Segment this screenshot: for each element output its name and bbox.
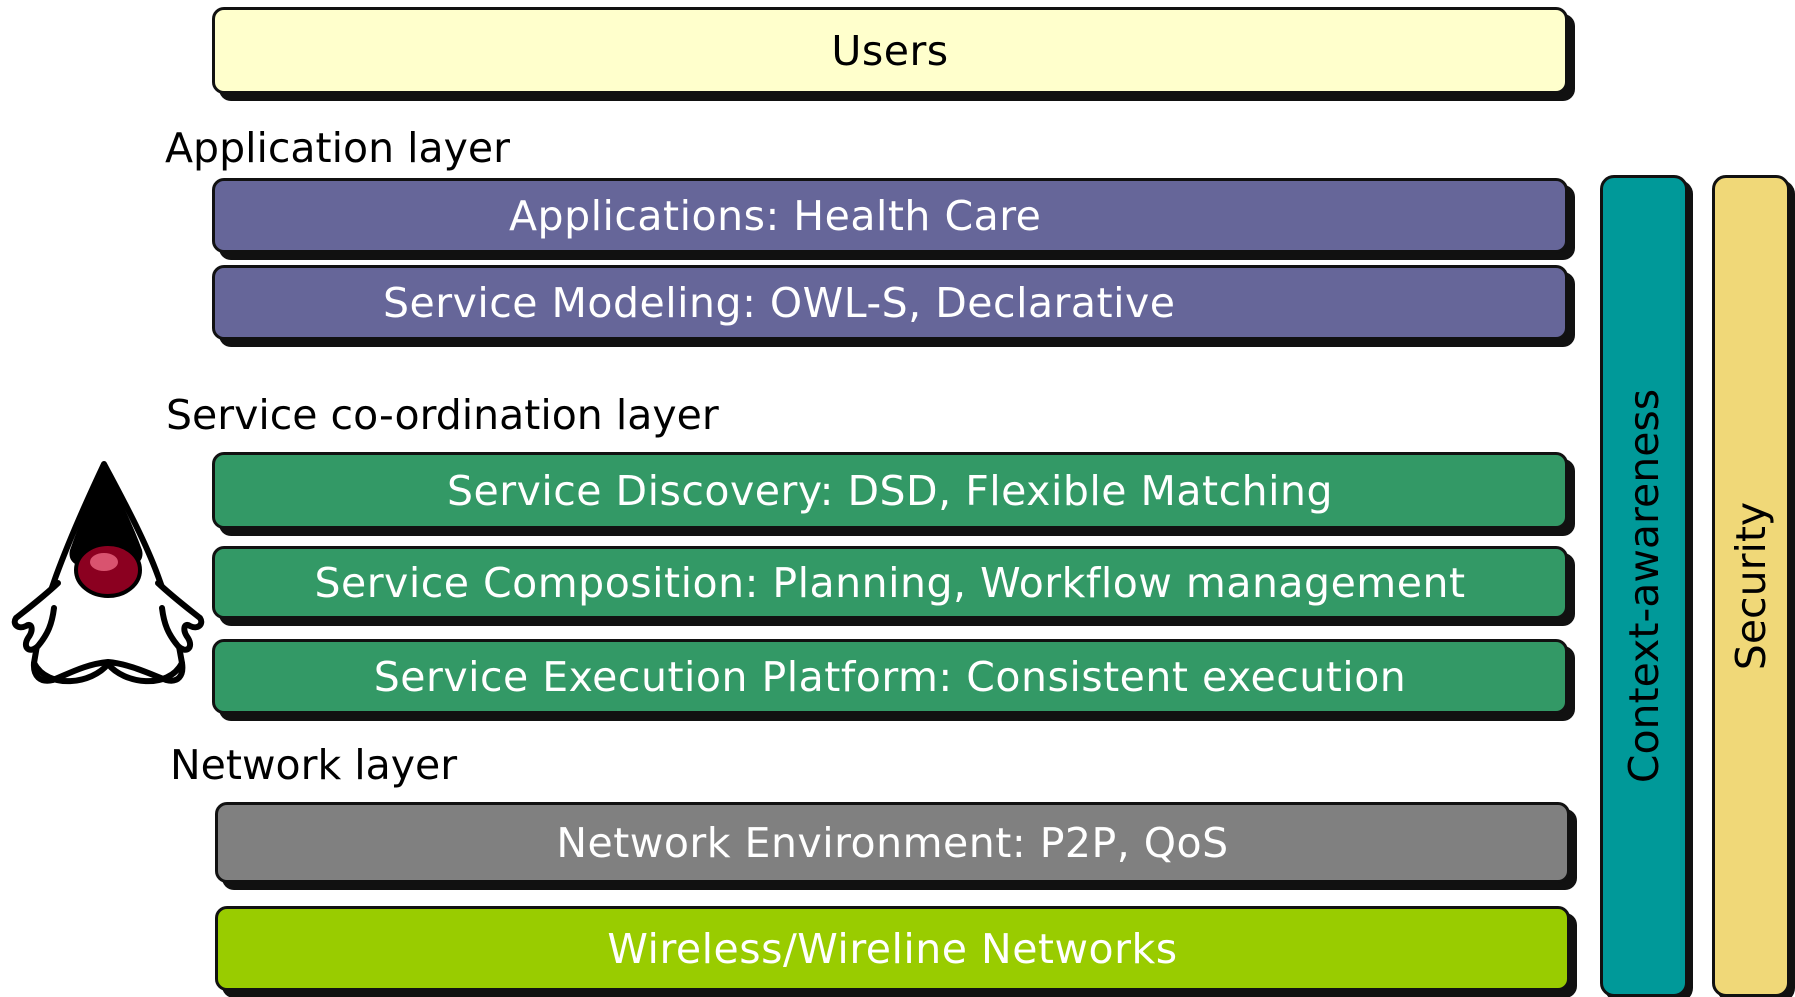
security-bar: Security — [1712, 175, 1790, 997]
wireless-wireline-networks-box: Wireless/Wireline Networks — [215, 906, 1570, 991]
application-layer-heading: Application layer — [165, 124, 510, 172]
service-composition-label: Service Composition: Planning, Workflow … — [314, 558, 1466, 607]
applications-health-care-label: Applications: Health Care — [509, 191, 1042, 240]
service-execution-box: Service Execution Platform: Consistent e… — [212, 639, 1568, 714]
service-modeling-box: Service Modeling: OWL-S, Declarative — [212, 265, 1568, 340]
service-discovery-label: Service Discovery: DSD, Flexible Matchin… — [446, 466, 1334, 515]
context-awareness-label: Context-awareness — [1620, 388, 1668, 784]
service-coordination-layer-heading: Service co-ordination layer — [166, 391, 719, 439]
network-environment-label: Network Environment: P2P, QoS — [556, 818, 1229, 867]
applications-health-care-box: Applications: Health Care — [212, 178, 1568, 253]
network-layer-heading: Network layer — [170, 741, 458, 789]
wireless-wireline-networks-label: Wireless/Wireline Networks — [607, 924, 1178, 973]
context-awareness-bar: Context-awareness — [1600, 175, 1688, 997]
network-environment-box: Network Environment: P2P, QoS — [215, 802, 1570, 883]
java-duke-mascot-icon — [11, 461, 205, 685]
service-execution-label: Service Execution Platform: Consistent e… — [373, 652, 1407, 701]
security-label: Security — [1727, 501, 1775, 671]
users-layer: Users — [212, 7, 1568, 94]
service-composition-box: Service Composition: Planning, Workflow … — [212, 546, 1568, 619]
service-discovery-box: Service Discovery: DSD, Flexible Matchin… — [212, 452, 1568, 529]
service-modeling-label: Service Modeling: OWL-S, Declarative — [383, 278, 1176, 327]
users-label: Users — [831, 26, 949, 75]
